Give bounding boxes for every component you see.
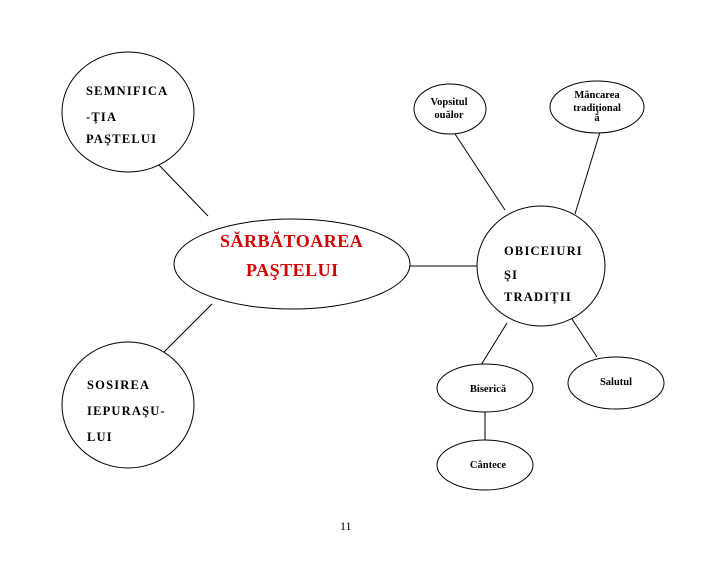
mancarea-line2: tradiţional (573, 103, 621, 114)
node-biserica (436, 363, 534, 413)
node-cantece (436, 439, 534, 491)
node-vopsitul (413, 83, 487, 135)
sosirea-line1: SOSIREA (87, 378, 151, 392)
page-number: 11 (340, 519, 352, 533)
vopsitul-line1: Vopsitul (430, 97, 468, 108)
semnificatia-line3: PAŞTELUI (86, 132, 158, 146)
mancarea-line1: Mâncarea (574, 90, 620, 101)
obiceiuri-line3: TRADIŢII (504, 290, 572, 304)
cantece-label: Cântece (469, 460, 507, 471)
obiceiuri-line2: ŞI (504, 268, 519, 282)
semnificatia-line2: -ŢIA (86, 110, 118, 124)
node-semnificatia (61, 51, 195, 173)
connector-obiceiuri-vopsitul (454, 133, 506, 211)
node-center (173, 218, 411, 310)
semnificatia-line1: SEMNIFICA (86, 84, 169, 98)
center-title-line1: SĂRBĂTOAREA (220, 231, 364, 251)
sosirea-line3: LUI (87, 430, 113, 444)
connector-obiceiuri-biserica (480, 322, 508, 366)
salutul-label: Salutul (599, 377, 633, 388)
center-title-line2: PAŞTELUI (246, 260, 339, 280)
vopsitul-line2: ouălor (434, 110, 464, 121)
mancarea-line3: ă (594, 113, 600, 124)
node-sosirea (61, 341, 195, 469)
connector-obiceiuri-mancarea (574, 131, 601, 215)
biserica-label: Biserică (469, 384, 507, 395)
connector-center-semnificatia (157, 163, 209, 217)
node-mancarea (549, 80, 645, 134)
sosirea-line2: IEPURAŞU- (87, 404, 166, 418)
node-salutul (567, 356, 665, 410)
node-obiceiuri (476, 205, 606, 327)
connector-obiceiuri-salutul (571, 318, 598, 358)
connector-center-sosirea (157, 303, 213, 359)
obiceiuri-line1: OBICEIURI (504, 244, 583, 258)
